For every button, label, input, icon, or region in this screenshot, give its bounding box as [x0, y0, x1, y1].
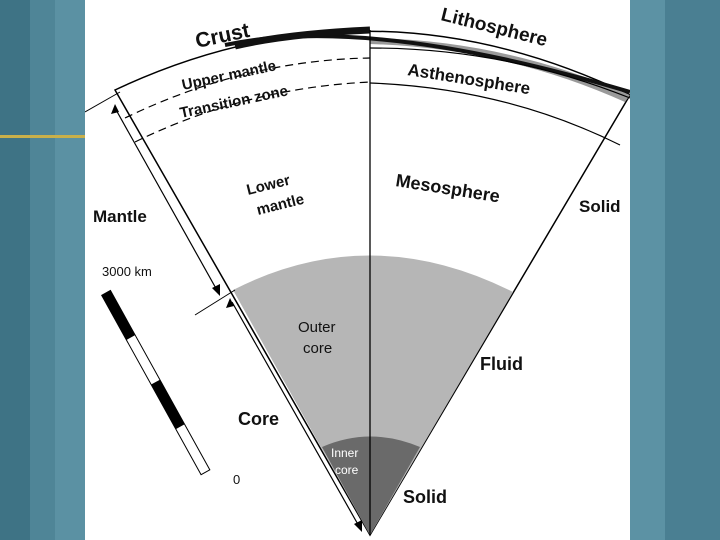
background-stripe [0, 0, 30, 540]
scale-label: 3000 km [102, 264, 152, 279]
solid-bottom-label: Solid [403, 487, 447, 507]
core-label: Core [238, 409, 279, 429]
accent-line [0, 135, 85, 138]
background-stripe [665, 0, 720, 540]
background-stripe [55, 0, 85, 540]
scale-bar [102, 290, 210, 474]
inner-core-label-2: core [335, 463, 359, 477]
mantle-arrow-head-bottom [212, 284, 220, 296]
outer-core-label-2: core [303, 340, 332, 357]
background-stripe [30, 0, 55, 540]
fluid-label: Fluid [480, 354, 523, 374]
outer-core-label-1: Outer [298, 319, 336, 336]
inner-core-label-1: Inner [331, 446, 358, 460]
core-arrow-head-bottom [354, 520, 362, 532]
background-stripe [630, 0, 665, 540]
scale-zero-label: 0 [233, 472, 240, 487]
earth-structure-diagram: Crust Lithosphere Upper mantle Transitio… [85, 0, 630, 540]
solid-top-label: Solid [579, 197, 621, 216]
slide-panel: Crust Lithosphere Upper mantle Transitio… [85, 0, 630, 540]
mantle-label: Mantle [93, 207, 147, 226]
